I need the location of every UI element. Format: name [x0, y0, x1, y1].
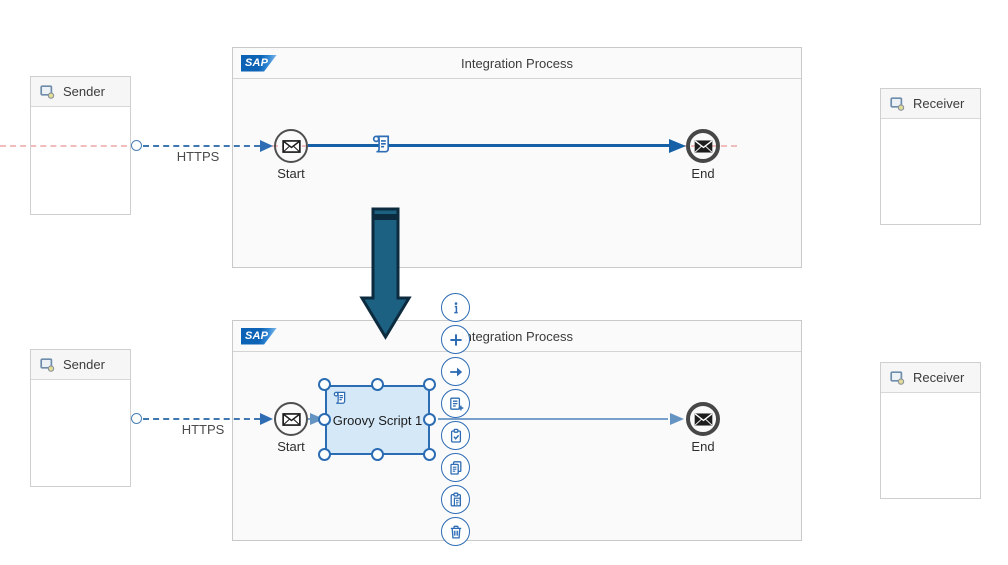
plus-icon	[449, 333, 462, 346]
down-arrow-icon	[359, 207, 412, 340]
selection-handle[interactable]	[318, 413, 331, 426]
process-title: Integration Process	[460, 55, 573, 71]
arrow-right-icon	[449, 367, 462, 376]
selection-handle[interactable]	[371, 378, 384, 391]
sap-logo-text: SAP	[245, 56, 269, 69]
channel-arrowhead	[260, 413, 273, 425]
end-label: End	[691, 439, 715, 454]
context-button-details[interactable]	[441, 293, 470, 322]
process-title: Integration Process	[460, 328, 573, 344]
process-header: SAP Integration Process	[233, 48, 801, 79]
selection-handle[interactable]	[371, 448, 384, 461]
connection-port[interactable]	[131, 413, 142, 424]
paste-icon	[450, 492, 461, 506]
participant-label: Receiver	[913, 96, 965, 111]
selection-handle[interactable]	[318, 378, 331, 391]
step-label: Groovy Script 1	[332, 412, 423, 428]
participant-icon	[40, 357, 55, 372]
participant-label: Sender	[63, 357, 105, 372]
sender-participant[interactable]: Sender	[30, 349, 131, 487]
copy-icon	[449, 460, 461, 475]
end-event[interactable]	[686, 129, 720, 163]
context-button-validate[interactable]	[441, 421, 470, 450]
selection-handle[interactable]	[318, 448, 331, 461]
context-button-add-step[interactable]	[441, 389, 470, 418]
start-label: Start	[277, 439, 305, 454]
context-button-connect[interactable]	[441, 357, 470, 386]
info-icon	[453, 301, 458, 313]
integration-process-pool[interactable]: SAP Integration Process	[232, 320, 802, 541]
clipboard-check-icon	[450, 428, 461, 443]
message-envelope-icon	[694, 139, 712, 153]
channel-arrowhead	[260, 140, 273, 152]
channel-protocol-label: HTTPS	[181, 422, 225, 437]
participant-label: Sender	[63, 84, 105, 99]
context-button-paste[interactable]	[441, 485, 470, 514]
participant-icon	[890, 370, 905, 385]
message-envelope-icon	[281, 139, 301, 153]
document-plus-icon	[449, 397, 463, 410]
end-label: End	[691, 166, 715, 181]
selection-handle[interactable]	[423, 413, 436, 426]
https-channel-line[interactable]	[143, 145, 260, 147]
start-event[interactable]	[274, 402, 308, 436]
context-button-delete[interactable]	[441, 517, 470, 546]
message-guide-line	[0, 145, 137, 147]
sequence-flow-line	[438, 418, 668, 420]
channel-protocol-label: HTTPS	[176, 149, 220, 164]
trash-icon	[450, 525, 461, 539]
sequence-flow-line[interactable]	[308, 144, 669, 147]
context-button-add[interactable]	[441, 325, 470, 354]
script-icon	[331, 390, 348, 410]
sender-participant[interactable]: Sender	[30, 76, 131, 215]
message-envelope-icon	[694, 412, 712, 426]
message-envelope-icon	[281, 412, 301, 426]
selection-handle[interactable]	[423, 448, 436, 461]
https-channel-line[interactable]	[143, 418, 260, 420]
connection-port[interactable]	[131, 140, 142, 151]
context-button-copy[interactable]	[441, 453, 470, 482]
sap-logo-text: SAP	[245, 329, 269, 342]
participant-icon	[40, 84, 55, 99]
sequence-arrowhead	[669, 139, 686, 153]
participant-icon	[890, 96, 905, 111]
end-event[interactable]	[686, 402, 720, 436]
participant-label: Receiver	[913, 370, 965, 385]
groovy-script-step[interactable]: Groovy Script 1	[325, 385, 430, 455]
receiver-participant[interactable]: Receiver	[880, 88, 981, 225]
selection-handle[interactable]	[423, 378, 436, 391]
start-label: Start	[277, 166, 305, 181]
start-event[interactable]	[274, 129, 308, 163]
sequence-arrowhead	[670, 413, 684, 425]
receiver-participant[interactable]: Receiver	[880, 362, 981, 499]
drag-script-icon[interactable]	[369, 133, 393, 162]
integration-process-pool[interactable]: SAP Integration Process	[232, 47, 802, 268]
process-header: SAP Integration Process	[233, 321, 801, 352]
